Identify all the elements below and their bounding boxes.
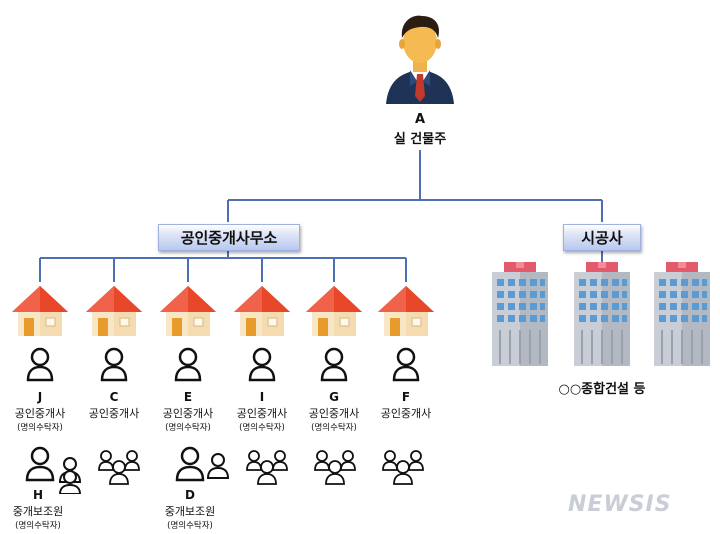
assistant-letter: H bbox=[32, 488, 44, 502]
house-icon bbox=[378, 286, 434, 336]
office-role: 공인중개사 bbox=[14, 407, 66, 420]
builder-label: 시공사 bbox=[563, 224, 641, 251]
office-letter: C bbox=[109, 390, 119, 404]
owner-role: 실 건물주 bbox=[393, 132, 447, 147]
people-group-icon bbox=[98, 450, 140, 485]
watermark-logo: NEWSIS bbox=[568, 492, 672, 517]
office-letter: I bbox=[259, 390, 265, 404]
office-role: 공인중개사 bbox=[308, 407, 360, 420]
office-note: (명의수탁자) bbox=[165, 423, 211, 433]
assistant-group-icon bbox=[25, 446, 82, 494]
businessman-icon bbox=[386, 15, 454, 104]
assistant-role: 중개보조원 bbox=[164, 505, 216, 518]
person-icon bbox=[248, 347, 276, 382]
office-letter: G bbox=[329, 390, 339, 404]
person-icon bbox=[174, 347, 202, 382]
people-group-icon bbox=[314, 450, 356, 485]
house-icon bbox=[86, 286, 142, 336]
office-letter: J bbox=[37, 390, 43, 404]
office-letter: E bbox=[183, 390, 193, 404]
assistant-note: (명의수탁자) bbox=[167, 521, 213, 531]
owner-letter: A bbox=[414, 112, 426, 127]
broker-office-label: 공인중개사무소 bbox=[158, 224, 300, 251]
house-icon bbox=[160, 286, 216, 336]
office-role: 공인중개사 bbox=[380, 407, 432, 420]
person-icon bbox=[100, 347, 128, 382]
assistant-group-icon bbox=[175, 446, 230, 482]
builder-label-text: 시공사 bbox=[581, 229, 623, 247]
office-letter: F bbox=[401, 390, 411, 404]
people-group-icon bbox=[382, 450, 424, 485]
office-note: (명의수탁자) bbox=[311, 423, 357, 433]
office-role: 공인중개사 bbox=[236, 407, 288, 420]
broker-office-label-text: 공인중개사무소 bbox=[180, 229, 278, 247]
people-group-icon bbox=[246, 450, 288, 485]
office-building-icon bbox=[654, 262, 710, 366]
assistant-letter: D bbox=[185, 488, 195, 502]
house-icon bbox=[12, 286, 68, 336]
office-note: (명의수탁자) bbox=[239, 423, 285, 433]
office-building-icon bbox=[574, 262, 630, 366]
person-icon bbox=[392, 347, 420, 382]
builder-company-label: ○○종합건설 등 bbox=[558, 382, 646, 397]
office-role: 공인중개사 bbox=[88, 407, 140, 420]
office-building-icon bbox=[492, 262, 548, 366]
assistant-note: (명의수탁자) bbox=[15, 521, 61, 531]
assistant-role: 중개보조원 bbox=[12, 505, 64, 518]
house-icon bbox=[306, 286, 362, 336]
office-role: 공인중개사 bbox=[162, 407, 214, 420]
house-icon bbox=[234, 286, 290, 336]
office-note: (명의수탁자) bbox=[17, 423, 63, 433]
person-icon bbox=[26, 347, 54, 382]
person-icon bbox=[320, 347, 348, 382]
